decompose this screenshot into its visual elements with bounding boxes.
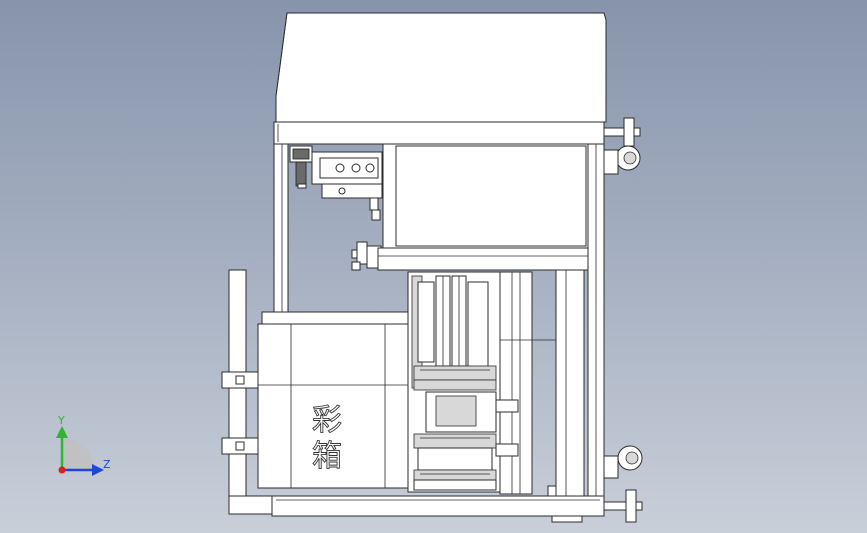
color-box-panel: 彩 箱 — [257, 311, 409, 489]
y-axis-arrowhead — [56, 426, 68, 438]
drive-stack — [407, 271, 519, 493]
z-axis-label: Z — [103, 458, 111, 471]
caster-bottom — [603, 445, 643, 523]
caster-top — [603, 117, 641, 175]
y-axis-label: Y — [57, 414, 65, 427]
bottom-base — [271, 495, 605, 517]
top-hood — [275, 12, 607, 123]
cylinder-assembly — [289, 145, 383, 221]
top-flange — [273, 121, 605, 145]
guide-rail — [499, 271, 533, 495]
triad-arc — [62, 438, 94, 470]
left-handle — [221, 269, 274, 515]
axis-triad: Y Z — [56, 414, 111, 476]
triad-origin — [58, 466, 66, 474]
middle-rail — [377, 247, 589, 271]
panel-char-1: 彩 — [312, 403, 342, 438]
left-frame-post — [273, 143, 289, 325]
side-knob — [351, 241, 382, 271]
inner-column — [555, 269, 585, 497]
z-axis-arrowhead — [92, 464, 104, 476]
panel-char-2: 箱 — [312, 439, 342, 474]
